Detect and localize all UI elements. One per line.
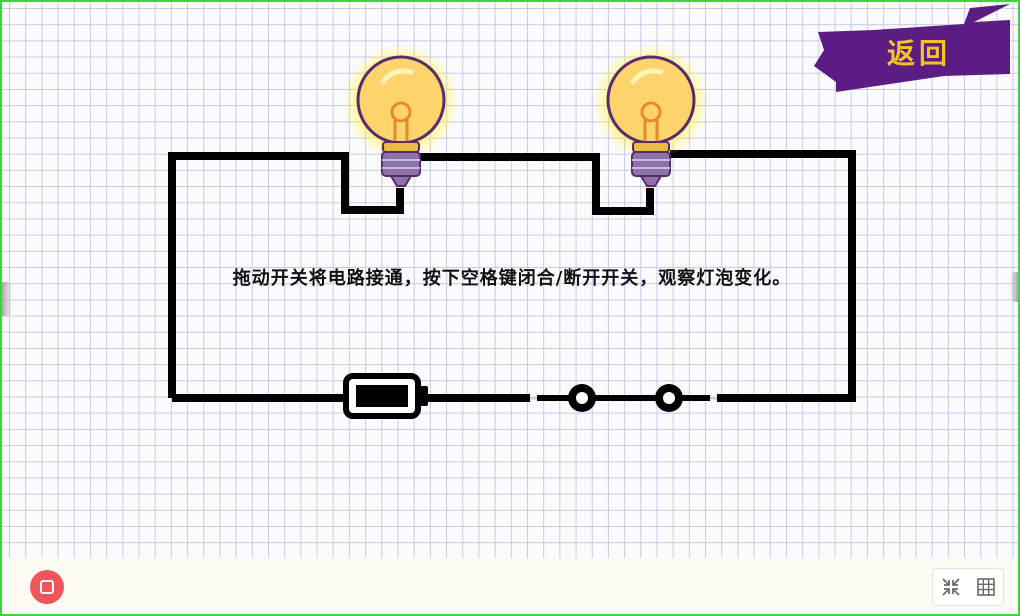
bottom-toolbar [0, 558, 1020, 616]
right-edge-handle [1010, 272, 1018, 302]
minimize-icon [941, 578, 960, 596]
back-button-banner [814, 4, 1010, 92]
stop-icon [40, 580, 54, 594]
circuit-diagram [168, 44, 856, 419]
wire [168, 150, 856, 402]
back-button-label: 返回 [886, 37, 951, 70]
game-stage: 拖动开关将电路接通，按下空格键闭合/断开开关，观察灯泡变化。 返回 [0, 0, 1020, 560]
bulb-left[interactable] [343, 44, 459, 187]
stop-button[interactable] [30, 570, 64, 604]
view-controls [932, 568, 1004, 606]
switch[interactable] [530, 384, 717, 412]
back-button[interactable]: 返回 [814, 4, 1019, 94]
grid-icon [976, 578, 995, 596]
grid-toggle-button[interactable] [973, 574, 999, 600]
bulb-right[interactable] [593, 44, 709, 187]
left-edge-handle [2, 282, 12, 316]
instruction-text: 拖动开关将电路接通，按下空格键闭合/断开开关，观察灯泡变化。 [232, 268, 792, 289]
minimize-button[interactable] [938, 574, 964, 600]
battery [343, 373, 428, 419]
